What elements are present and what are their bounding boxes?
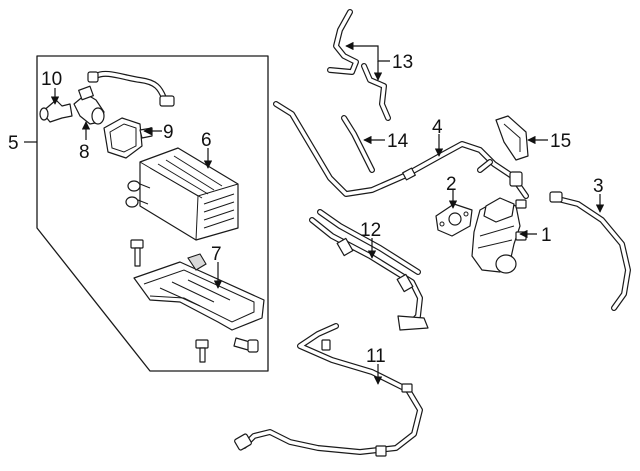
part-13-hoses	[327, 9, 391, 121]
part-8-purge-valve	[73, 85, 105, 125]
part-9-filter	[103, 117, 153, 159]
callout-13: 13	[392, 52, 413, 73]
part-3-hose	[549, 191, 631, 311]
part-15-bracket	[495, 115, 529, 161]
part-12-tube-assembly	[309, 209, 429, 331]
callout-14: 14	[387, 131, 409, 152]
inset-box	[36, 55, 269, 372]
callout-5: 5	[8, 133, 19, 154]
part-7-bracket	[133, 253, 265, 331]
callout-4: 4	[432, 117, 443, 138]
part-14-pipe	[341, 115, 375, 173]
part-2-gasket	[435, 203, 473, 237]
part-6-canister	[125, 147, 239, 241]
callout-1: 1	[541, 225, 552, 246]
part-1-valve	[471, 197, 527, 274]
callout-12: 12	[360, 220, 381, 241]
callout-8: 8	[79, 142, 90, 163]
callout-labels: 1 2 3 4 5 6 7 8 9 10 11 12 13 14 15	[8, 52, 604, 367]
callout-10: 10	[41, 69, 62, 90]
callout-6: 6	[201, 130, 212, 151]
bolt-lower-right	[233, 337, 259, 353]
callout-7: 7	[211, 244, 222, 265]
callout-15: 15	[550, 131, 571, 152]
leader-lines	[24, 41, 605, 385]
part-11-lower-line	[234, 323, 423, 457]
callout-2: 2	[446, 174, 457, 195]
wiring-harness	[87, 70, 175, 107]
bolt-lower-left	[195, 339, 209, 363]
callout-3: 3	[593, 176, 604, 197]
bolt-upper	[130, 239, 144, 267]
part-4-vapor-line	[273, 101, 529, 199]
callout-11: 11	[366, 346, 386, 367]
callout-9: 9	[163, 122, 174, 143]
part-10-elbow-connector	[39, 99, 73, 123]
